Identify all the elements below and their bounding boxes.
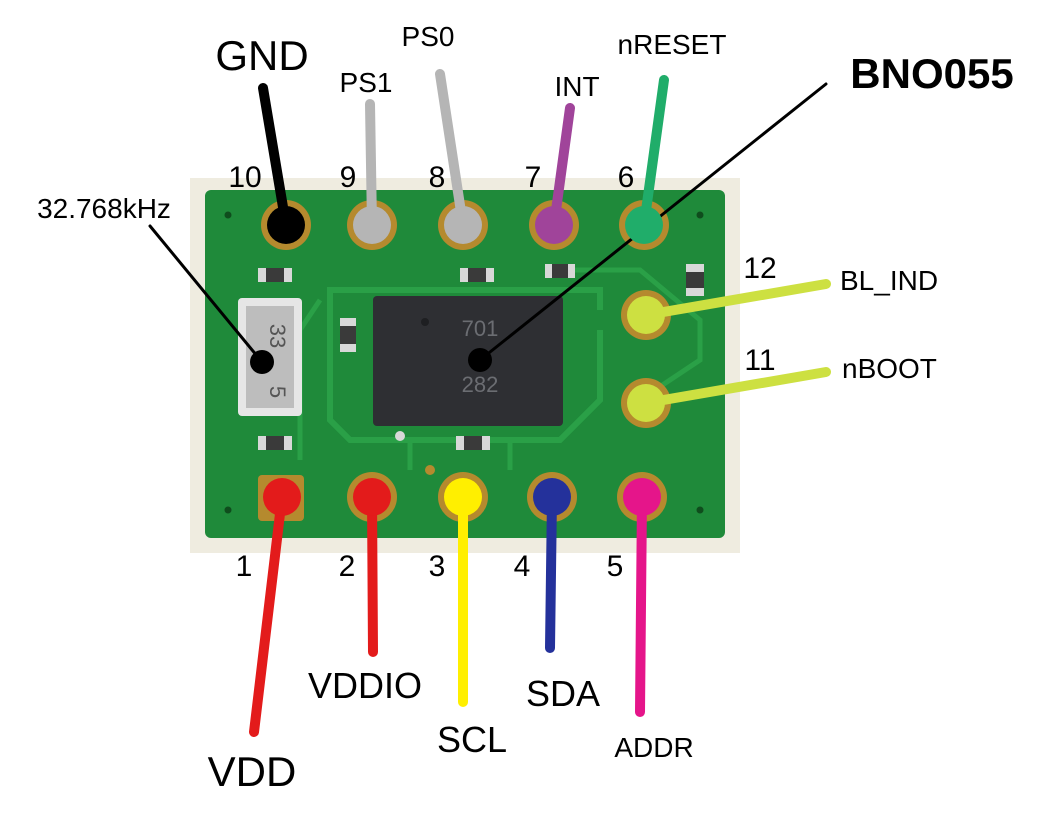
via — [696, 506, 704, 514]
pin-marker-addr — [623, 478, 661, 516]
pin-number-8: 8 — [429, 161, 446, 194]
leader-int — [549, 103, 575, 230]
smd-component — [266, 436, 284, 450]
pin-marker-scl — [444, 478, 482, 516]
leader-ps1 — [365, 99, 377, 230]
pin-label-scl: SCL — [437, 719, 507, 760]
leader-addr — [635, 492, 647, 717]
smd-component — [464, 436, 482, 450]
pin-label-bl-ind: BL_IND — [840, 265, 938, 296]
via — [224, 211, 232, 219]
smd-component — [468, 268, 486, 282]
pcb-trace — [407, 440, 513, 470]
via — [696, 211, 704, 219]
pin-label-ps0: PS0 — [402, 21, 455, 52]
leader-sda — [545, 492, 557, 653]
leader-ps0 — [435, 69, 468, 230]
via — [224, 506, 232, 514]
pin-number-7: 7 — [525, 161, 542, 194]
pin-number-12: 12 — [743, 252, 776, 285]
chip-marker — [468, 348, 492, 372]
pin-marker-ps1 — [353, 206, 391, 244]
pin-label-nboot: nBOOT — [842, 353, 937, 384]
chip-title: BNO055 — [850, 50, 1013, 97]
crystal-marker — [250, 350, 274, 374]
pin-label-ps1: PS1 — [340, 67, 393, 98]
leader-vdd — [249, 492, 287, 737]
pin-label-addr: ADDR — [614, 732, 693, 763]
leader-bl-ind — [641, 279, 831, 320]
bno055-chip — [373, 296, 563, 426]
pin-number-9: 9 — [340, 161, 357, 194]
via — [395, 431, 405, 441]
pin-number-6: 6 — [618, 161, 635, 194]
leader-crystal — [148, 224, 264, 364]
leader-vddio — [367, 492, 378, 657]
pcb-trace — [560, 267, 703, 403]
crystal-marking-top: 33 — [265, 324, 290, 348]
leader-nreset — [639, 75, 669, 230]
pin-marker-gnd — [267, 206, 305, 244]
pin-number-11: 11 — [744, 344, 775, 377]
chip-marking-3: 282 — [462, 372, 499, 397]
pin-leaders — [148, 69, 831, 737]
pin-marker-nboot — [627, 384, 665, 422]
smd-component — [686, 272, 704, 288]
crystal-marking-bottom: 5 — [265, 386, 290, 398]
pin-marker-sda — [533, 478, 571, 516]
pin-markers — [250, 206, 665, 516]
via — [425, 465, 435, 475]
pin-label-nreset: nRESET — [618, 29, 727, 60]
smd-component — [552, 264, 568, 278]
smd-component — [266, 268, 284, 282]
pin-marker-int — [535, 206, 573, 244]
pin-number-3: 3 — [429, 550, 446, 583]
pin-number-10: 10 — [228, 161, 261, 194]
crystal-label: 32.768kHz — [37, 193, 171, 224]
pin-label-vdd: VDD — [208, 748, 297, 795]
pin-label-vddio: VDDIO — [308, 665, 422, 706]
pcb-trace — [327, 287, 603, 443]
smd-component — [340, 326, 356, 344]
leader-gnd — [258, 83, 291, 230]
pin-marker-nreset — [625, 206, 663, 244]
pin-names: GND PS1 PS0 INT nRESET BL_IND nBOOT VDD … — [208, 21, 938, 795]
chip-marking-1: 701 — [462, 316, 499, 341]
pin-marker-bl-ind — [627, 296, 665, 334]
pin-marker-vdd — [263, 478, 301, 516]
pin-marker-ps0 — [444, 206, 482, 244]
pin-number-5: 5 — [607, 550, 624, 583]
pin-numbers: 10 9 8 7 6 12 11 1 2 3 4 5 — [228, 161, 776, 583]
pin-number-2: 2 — [339, 550, 356, 583]
pin-marker-vddio — [353, 478, 391, 516]
pin-label-sda: SDA — [526, 673, 600, 714]
pin1-dot — [421, 318, 429, 326]
leader-nboot — [641, 367, 831, 408]
pin-number-1: 1 — [236, 550, 253, 583]
pin-label-int: INT — [554, 71, 599, 102]
pin-number-4: 4 — [514, 550, 531, 583]
pin-label-gnd: GND — [215, 32, 308, 79]
